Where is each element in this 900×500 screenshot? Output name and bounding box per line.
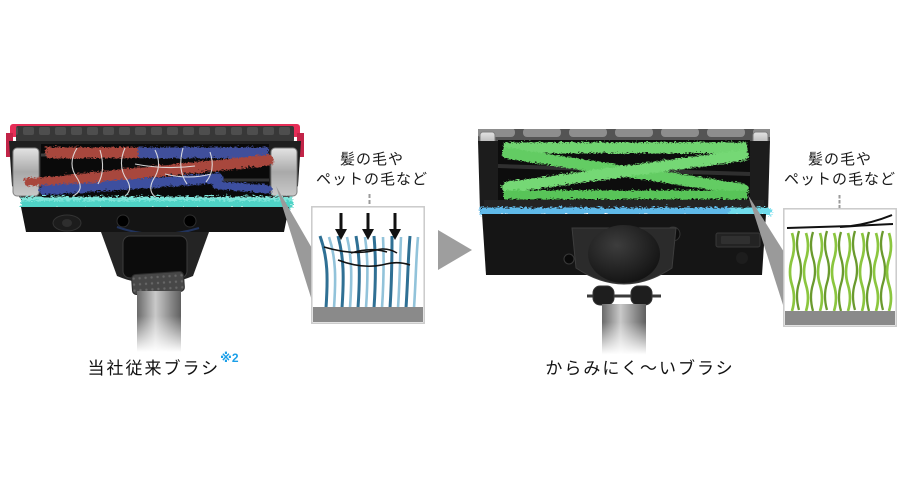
right-product-label: からみにく〜いブラシ bbox=[480, 354, 800, 379]
caster-wheel bbox=[630, 285, 653, 306]
right-callout-wedge bbox=[748, 195, 784, 308]
teal-bristle-strip bbox=[19, 195, 291, 207]
left-zoom-diagram bbox=[311, 206, 425, 324]
right-zoom-diagram bbox=[783, 208, 897, 327]
arrow-right-icon bbox=[438, 230, 472, 270]
callout-line1: 髪の毛や bbox=[339, 151, 404, 168]
green-brush-roller bbox=[500, 141, 748, 198]
diagram-hair-on-top bbox=[786, 214, 894, 229]
neck-joint bbox=[101, 232, 209, 296]
diagram-floor bbox=[785, 311, 895, 325]
callout-line2: ペットの毛など bbox=[315, 171, 428, 188]
down-arrows-icon bbox=[335, 213, 401, 240]
left-callout-text: 髪の毛や ペットの毛など bbox=[298, 150, 446, 190]
label-text: 当社従来ブラシ bbox=[87, 359, 221, 378]
ball-neck-joint bbox=[571, 225, 677, 306]
caster-wheel bbox=[592, 285, 615, 306]
head-base bbox=[21, 207, 289, 236]
pipe bbox=[598, 304, 650, 356]
left-product-label: 当社従来ブラシ※2 bbox=[3, 351, 323, 379]
tangle-resistant-brush-head-photo bbox=[478, 129, 770, 356]
label-text: からみにく〜いブラシ bbox=[545, 359, 735, 378]
conventional-brush-head-photo bbox=[6, 124, 304, 356]
top-rib-bar bbox=[16, 126, 294, 142]
diagram-bristles-green bbox=[788, 230, 893, 312]
callout-line1: 髪の毛や bbox=[807, 151, 872, 168]
red-blue-brush-roller bbox=[23, 146, 273, 194]
callout-line2: ペットの毛など bbox=[783, 171, 896, 188]
left-callout-wedge bbox=[276, 186, 313, 304]
diagram-bristles-blue bbox=[318, 235, 420, 309]
diagram-floor bbox=[313, 307, 423, 322]
front-ledge bbox=[484, 200, 764, 208]
footnote-marker: ※2 bbox=[220, 351, 239, 365]
tangled-hair bbox=[71, 147, 213, 199]
lightblue-bristle-strip bbox=[478, 206, 770, 214]
right-callout-text: 髪の毛や ペットの毛など bbox=[768, 150, 900, 190]
end-caps bbox=[12, 147, 298, 197]
diagram-tangled-hair bbox=[323, 246, 411, 268]
pipe bbox=[133, 291, 185, 356]
